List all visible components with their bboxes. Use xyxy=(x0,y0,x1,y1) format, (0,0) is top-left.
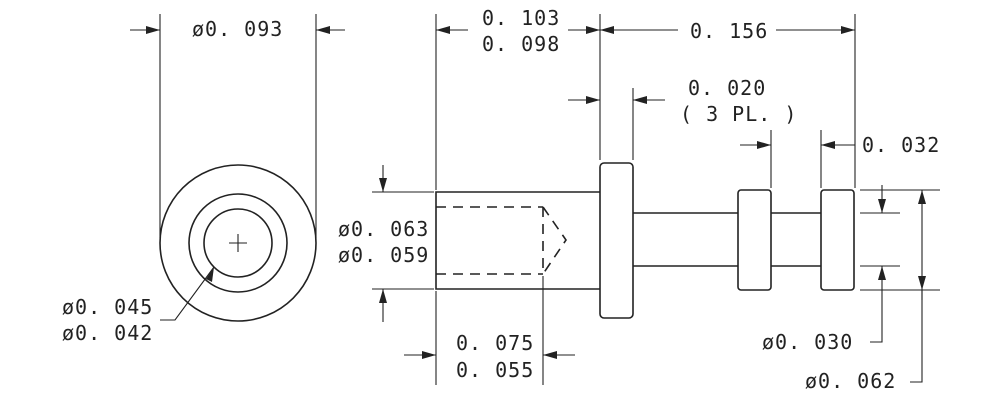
bore-circle xyxy=(203,208,273,278)
pin-dia-leader xyxy=(870,266,883,343)
body-diameter-max: ø0. 063 xyxy=(338,217,429,241)
arrowhead xyxy=(379,178,387,192)
end-view: ø0. 093 ø0. 045 ø0. 042 xyxy=(62,14,345,345)
bore-depth-max: 0. 075 xyxy=(456,331,534,355)
arrowhead xyxy=(821,141,835,149)
arrowhead xyxy=(206,267,214,282)
head-offset-min: 0. 098 xyxy=(482,32,560,56)
arrowhead xyxy=(422,351,436,359)
arrowhead xyxy=(586,96,600,104)
arrowhead xyxy=(379,289,387,303)
bore-diameter-min: ø0. 042 xyxy=(62,321,153,345)
outer-circle xyxy=(159,164,317,322)
arrowhead xyxy=(757,141,771,149)
arrowhead xyxy=(841,26,855,34)
head-flange xyxy=(599,162,634,319)
arrowhead xyxy=(146,26,160,34)
side-view: 0. 103 0. 098 0. 156 0. 020 ( 3 PL. ) 0.… xyxy=(338,6,940,393)
middle-circle xyxy=(188,193,288,293)
pin-length-label: 0. 156 xyxy=(690,19,768,43)
head-offset-max: 0. 103 xyxy=(482,6,560,30)
body-diameter-min: ø0. 059 xyxy=(338,243,429,267)
pin-diameter-label: ø0. 030 xyxy=(762,330,853,354)
bore-depth-min: 0. 055 xyxy=(456,358,534,382)
arrowhead xyxy=(878,266,886,280)
arrowhead xyxy=(436,26,450,34)
arrowhead xyxy=(878,199,886,213)
flange-width-label: 0. 020 xyxy=(688,76,766,100)
arrowhead xyxy=(918,190,926,204)
bore-diameter-max: ø0. 045 xyxy=(62,295,153,319)
arrowhead xyxy=(600,26,614,34)
arrowhead xyxy=(633,96,647,104)
body-outline xyxy=(435,191,600,290)
outer-diameter-label: ø0. 093 xyxy=(192,17,283,41)
arrowhead xyxy=(316,26,330,34)
bore-leader xyxy=(160,266,215,321)
arrowhead xyxy=(543,351,557,359)
tip-width-label: 0. 032 xyxy=(862,133,940,157)
arrowhead xyxy=(586,26,600,34)
collar-diameter-label: ø0. 062 xyxy=(805,369,896,393)
flange-note-label: ( 3 PL. ) xyxy=(680,102,797,126)
collar-2 xyxy=(820,189,855,291)
bore-hidden-tip xyxy=(542,206,567,275)
arrowhead xyxy=(918,276,926,290)
collar-1 xyxy=(737,189,772,291)
collar-dia-leader xyxy=(910,290,923,383)
